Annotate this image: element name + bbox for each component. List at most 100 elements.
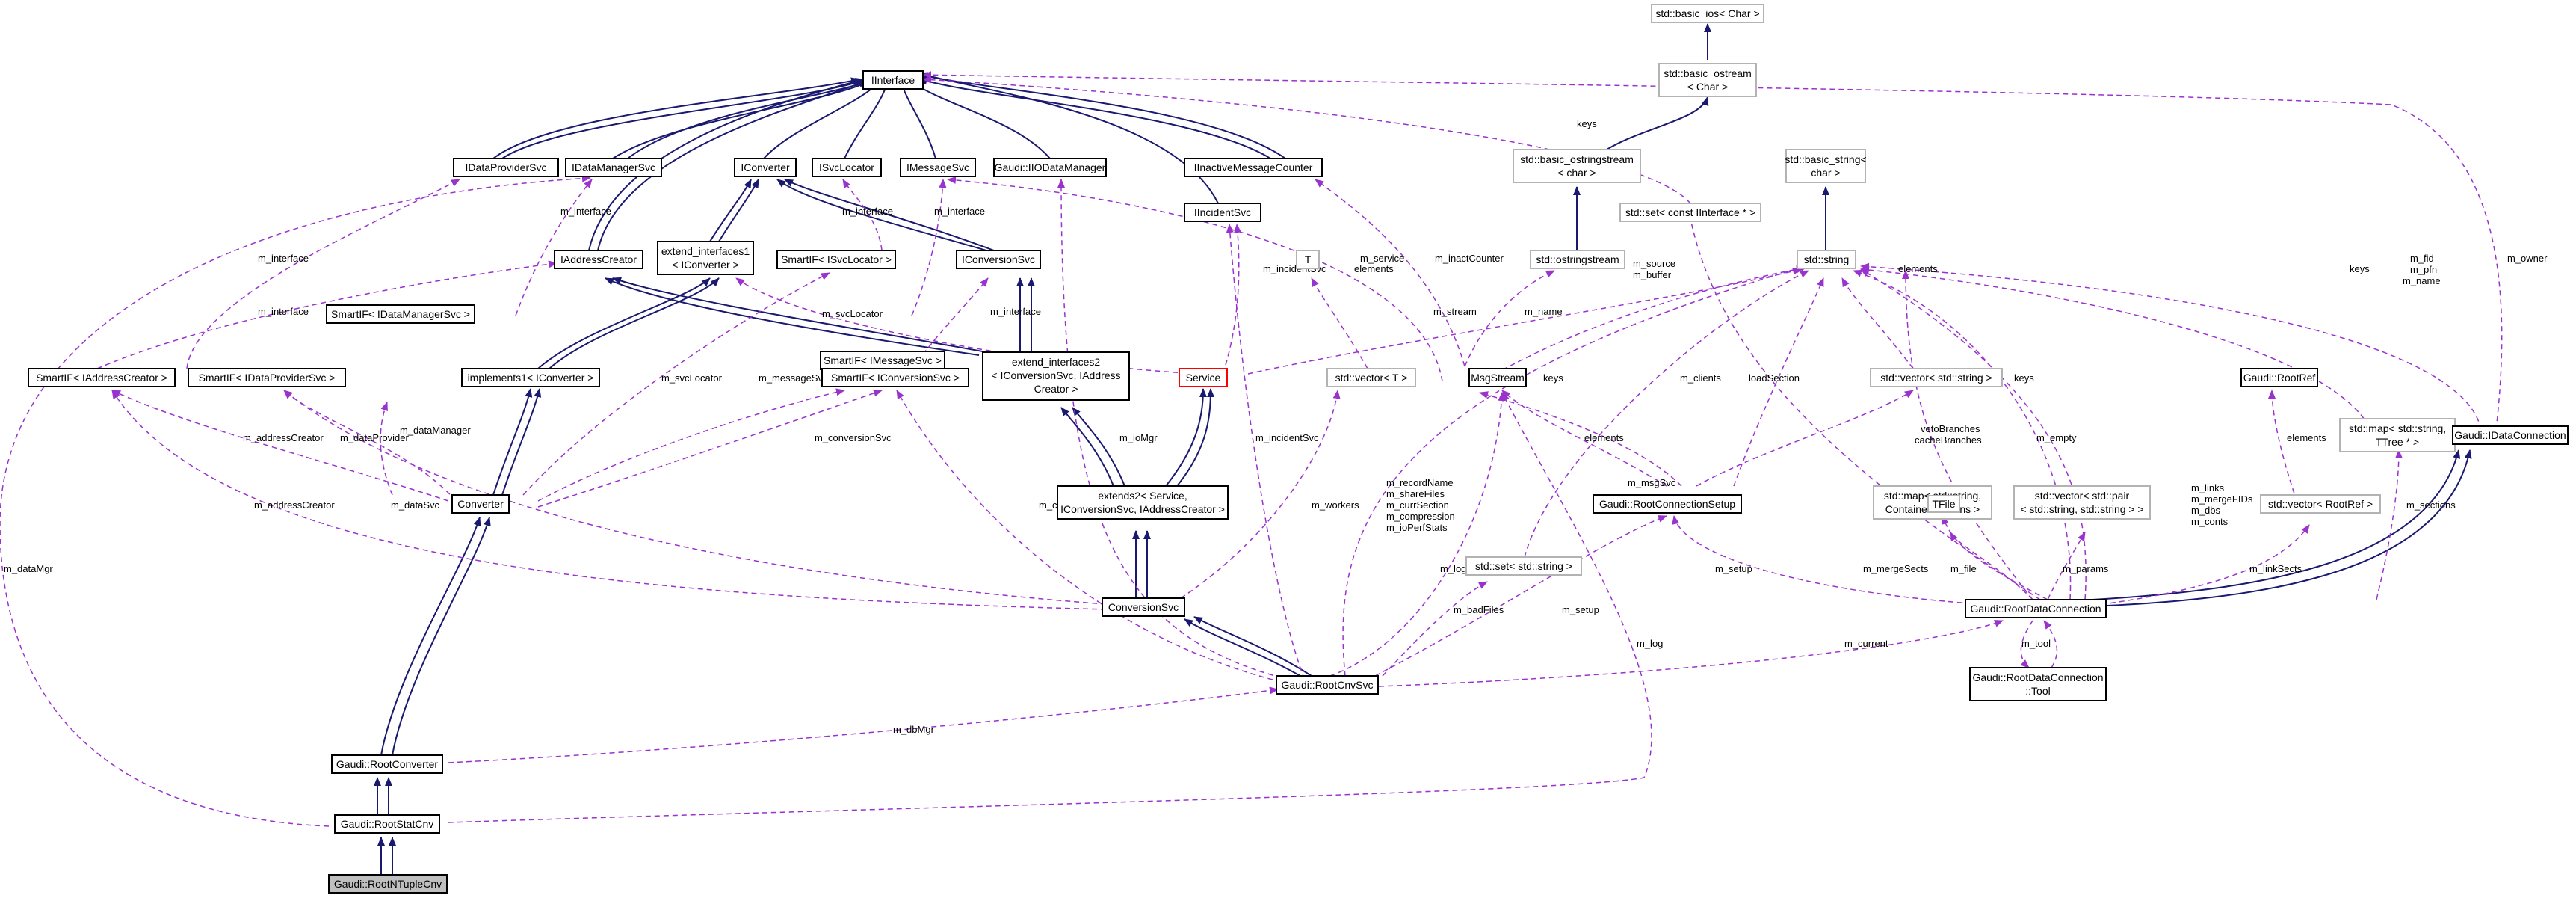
node-smartif-imessagesvc[interactable]: SmartIF< IMessageSvc > [820,351,945,370]
svg-text:std::basic_ios< Char >: std::basic_ios< Char > [1655,7,1759,19]
edge-m-params [2047,532,2086,600]
node-smartif-isvclocator[interactable]: SmartIF< ISvcLocator > [776,250,896,269]
node-iiodatamanager[interactable]: Gaudi::IIODataManager [993,158,1107,177]
node-smartif-iconversionsvc[interactable]: SmartIF< IConversionSvc > [821,368,969,387]
node-msgstream[interactable]: MsgStream [1468,368,1527,387]
edge-m-iomgr [1057,179,1309,685]
edge-m-datamgr [0,174,591,827]
node-rootref[interactable]: Gaudi::RootRef [2240,368,2318,387]
node-vector-pair[interactable]: std::vector< std::pair< std::string, std… [2013,485,2151,520]
edge-idatamanagersvc-iinterface [612,79,875,159]
edge-label: m_badFiles [1454,604,1504,615]
svg-text:SmartIF< IAddressCreator >: SmartIF< IAddressCreator > [36,372,167,384]
edge-label: m_ioMgr [1119,432,1158,443]
edge-label: m_sections [2406,499,2456,511]
node-vector-rootref[interactable]: std::vector< RootRef > [2260,494,2381,514]
node-service[interactable]: Service [1179,368,1228,387]
edge-label: m_dataSvc [391,499,440,511]
node-iconversionsvc[interactable]: IConversionSvc [956,250,1041,269]
edge-m-stream [1464,270,1555,367]
node-tfile-box[interactable]: TFile [1927,495,1960,513]
node-std-ostringstream[interactable]: std::ostringstream [1530,250,1625,269]
node-basic-ostringstream[interactable]: std::basic_ostringstream< char > [1513,149,1641,183]
edge-m-setup-2 [1374,515,1667,677]
node-iinterface[interactable]: IInterface [862,70,924,90]
node-std-string[interactable]: std::string [1797,250,1856,269]
edge-label: m_interface [258,253,309,264]
edge-m-source-buffer [1501,265,1806,371]
svg-text:std::ostringstream: std::ostringstream [1536,253,1619,265]
node-rootcnvsvc[interactable]: Gaudi::RootCnvSvc [1276,675,1379,695]
edge-m-incidentsvc-svc [1225,224,1242,366]
svg-text:::Tool: ::Tool [2025,685,2050,697]
edge-label: m_dataManager [400,425,471,436]
svg-text:std::basic_string<: std::basic_string< [1785,153,1866,165]
edge-m-links [1860,268,2087,600]
svg-text:std::vector< std::pair: std::vector< std::pair [2035,490,2130,502]
node-t[interactable]: T [1296,250,1320,269]
node-implements1[interactable]: implements1< IConverter > [461,368,600,387]
node-rootconverter[interactable]: Gaudi::RootConverter [331,754,443,774]
edge-m-fid [1860,262,2482,431]
svg-text:ConversionSvc: ConversionSvc [1108,601,1179,613]
node-idataprovidersvc[interactable]: IDataProviderSvc [453,158,559,177]
node-rootntuplecnv[interactable]: Gaudi::RootNTupleCnv [328,874,448,894]
node-conversionsvc[interactable]: ConversionSvc [1102,597,1185,617]
node-smartif-idatamanagersvc[interactable]: SmartIF< IDataManagerSvc > [326,304,475,324]
svg-text:IIncidentSvc: IIncidentSvc [1194,206,1251,218]
node-iconverter[interactable]: IConverter [734,158,797,177]
node-rootdataconnection[interactable]: Gaudi::RootDataConnection [1965,599,2107,618]
edge-iinactivemessagecounter-iinterface [918,73,1286,159]
edge-m-datasvc [283,390,1107,605]
node-smartif-idataprovidersvc[interactable]: SmartIF< IDataProviderSvc > [188,368,346,387]
node-extend-interfaces1[interactable]: extend_interfaces1< IConverter > [657,241,754,275]
edge-ostringstream-basicostream [1606,96,1709,150]
edge-label: m_msgSvc [1628,477,1676,488]
edge-elements-vs [1841,277,1914,369]
node-basic-ostream[interactable]: std::basic_ostream< Char > [1658,63,1757,97]
svg-text:TTree * >: TTree * > [2376,436,2419,448]
edge-label: m_dbs [2191,505,2221,516]
node-rootstatcnv[interactable]: Gaudi::RootStatCnv [334,814,440,834]
edge-label: keys [1543,372,1563,384]
svg-text:SmartIF< IDataProviderSvc >: SmartIF< IDataProviderSvc > [199,372,336,384]
svg-text:TFile: TFile [1932,498,1955,510]
edge-m-log-2 [448,392,1652,823]
edge-label: m_svcLocator [822,308,883,319]
node-isvclocator[interactable]: ISvcLocator [812,158,882,177]
node-vector-t[interactable]: std::vector< T > [1326,368,1416,387]
edge-label: m_dataMgr [4,563,53,574]
node-converter[interactable]: Converter [451,494,510,514]
node-basic-ios[interactable]: std::basic_ios< Char > [1651,4,1764,23]
svg-text:std::set< const IInterface * >: std::set< const IInterface * > [1625,206,1755,218]
node-rootdataconnection-tool[interactable]: Gaudi::RootDataConnection::Tool [1969,667,2107,701]
node-iincidentsvc[interactable]: IIncidentSvc [1184,203,1261,222]
node-vector-string[interactable]: std::vector< std::string > [1870,368,2003,387]
node-smartif-iaddresscreator[interactable]: SmartIF< IAddressCreator > [28,368,176,387]
node-idatamanagersvc[interactable]: IDataManagerSvc [565,158,662,177]
node-map-string-ttree[interactable]: std::map< std::string,TTree * > [2339,418,2456,452]
edge-extend2-iconversionsvc [1016,277,1035,352]
node-idataconnection[interactable]: Gaudi::IDataConnection [2452,425,2569,445]
svg-text:Gaudi::RootRef: Gaudi::RootRef [2243,372,2316,384]
edge-m-tool [2020,620,2058,668]
node-extend-interfaces2[interactable]: extend_interfaces2< IConversionSvc, IAdd… [982,351,1130,401]
edge-label: m_svcLocator [661,372,723,384]
node-iaddresscreator[interactable]: IAddressCreator [554,250,643,269]
svg-text:std::basic_ostringstream: std::basic_ostringstream [1520,153,1634,165]
svg-text:IInterface: IInterface [871,74,915,86]
node-rootconnectionsetup[interactable]: Gaudi::RootConnectionSetup [1593,494,1742,514]
node-imessagesvc[interactable]: IMessageSvc [900,158,976,177]
node-set-iinterface[interactable]: std::set< const IInterface * > [1619,203,1761,222]
svg-text:char >: char > [1811,167,1840,179]
node-extends2[interactable]: extends2< Service,IConversionSvc, IAddre… [1057,485,1229,520]
svg-text:extend_interfaces2: extend_interfaces2 [1012,356,1101,368]
node-basic-string[interactable]: std::basic_string<char > [1785,149,1867,183]
node-set-string[interactable]: std::set< std::string > [1465,556,1582,576]
edge-label: m_setup [1562,604,1599,615]
edge-label: m_addressCreator [254,499,335,511]
svg-text:SmartIF< IMessageSvc >: SmartIF< IMessageSvc > [824,354,942,366]
node-iinactivemessagecounter[interactable]: IInactiveMessageCounter [1184,158,1323,177]
svg-text:implements1< IConverter >: implements1< IConverter > [468,372,594,384]
